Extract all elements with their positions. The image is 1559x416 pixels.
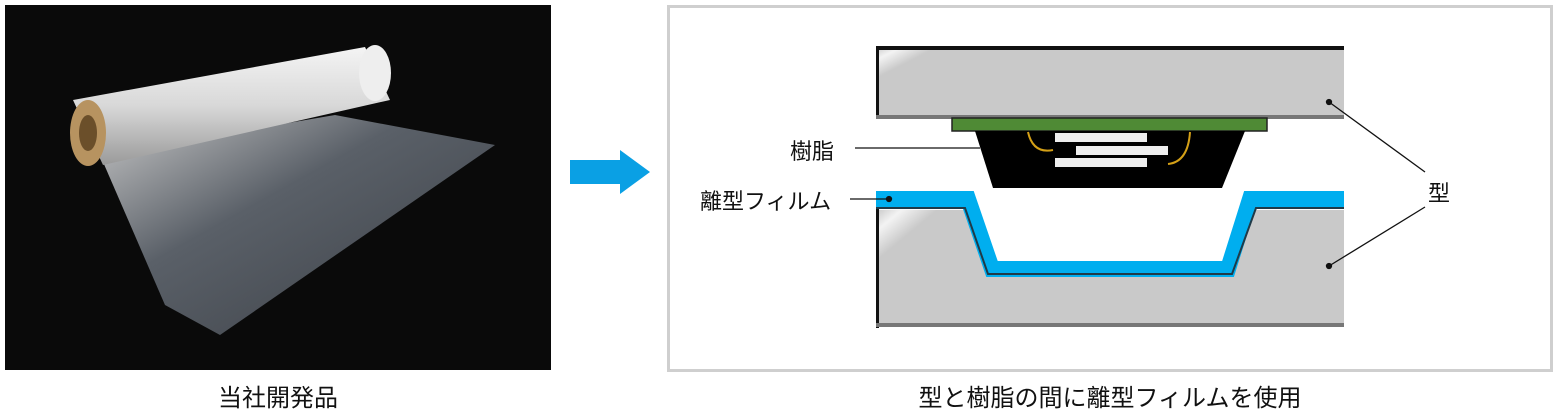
substrate [951,117,1268,132]
diagram-caption: 型と樹脂の間に離型フィルムを使用 [918,384,1302,412]
film-roll-illustration [70,45,495,335]
release-film-label: 離型フィルム [700,190,832,215]
mold-diagram-frame [667,5,1553,372]
chip-stack [1027,131,1191,167]
leader-lines [850,98,1426,270]
lower-mold [876,208,1344,328]
mold-label: 型 [1428,182,1451,207]
product-photo [5,5,551,370]
product-caption: 当社開発品 [218,384,338,412]
release-film [876,191,1344,277]
resin-label: 樹脂 [790,140,835,165]
upper-mold [876,46,1344,119]
right-arrow-icon [570,150,650,194]
